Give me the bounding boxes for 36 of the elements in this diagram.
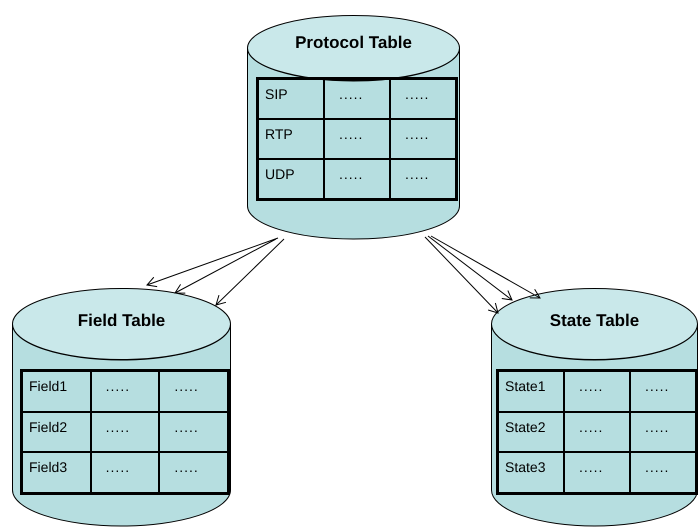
- table-cell: .....: [159, 412, 228, 452]
- table-cell: State2: [498, 412, 564, 452]
- table-cell: .....: [564, 452, 630, 493]
- table-cell: .....: [90, 371, 160, 412]
- table-cell: RTP: [258, 119, 324, 159]
- table-title: State Table: [548, 311, 640, 331]
- table-cell: Field3: [22, 452, 91, 493]
- arrow: [146, 238, 278, 288]
- table-cell: .....: [630, 371, 696, 412]
- table-cell: .....: [564, 412, 630, 452]
- table-cell: Field2: [22, 412, 91, 452]
- table-cell: State1: [498, 371, 564, 412]
- table-cell: .....: [390, 159, 456, 199]
- table-cell: .....: [324, 119, 390, 159]
- table-cell: .....: [324, 159, 390, 199]
- table-title: Protocol Table: [294, 33, 413, 53]
- table-cell: UDP: [258, 159, 324, 199]
- table-cell: .....: [564, 371, 630, 412]
- arrow: [216, 238, 284, 306]
- table-cell: .....: [90, 452, 160, 493]
- arrow: [424, 236, 498, 314]
- table-cell: .....: [630, 412, 696, 452]
- table-cell: .....: [159, 452, 228, 493]
- table-cell: State3: [498, 452, 564, 493]
- table-cell: .....: [159, 371, 228, 412]
- table-cell: Field1: [22, 371, 91, 412]
- arrow: [174, 238, 276, 294]
- table-cell: .....: [324, 79, 390, 119]
- arrow: [430, 236, 540, 298]
- table-title: Field Table: [76, 311, 166, 331]
- table-cell: .....: [390, 79, 456, 119]
- table-cell: SIP: [258, 79, 324, 119]
- table-cell: .....: [390, 119, 456, 159]
- table-cell: .....: [630, 452, 696, 493]
- table-cell: .....: [90, 412, 160, 452]
- arrow: [428, 236, 512, 300]
